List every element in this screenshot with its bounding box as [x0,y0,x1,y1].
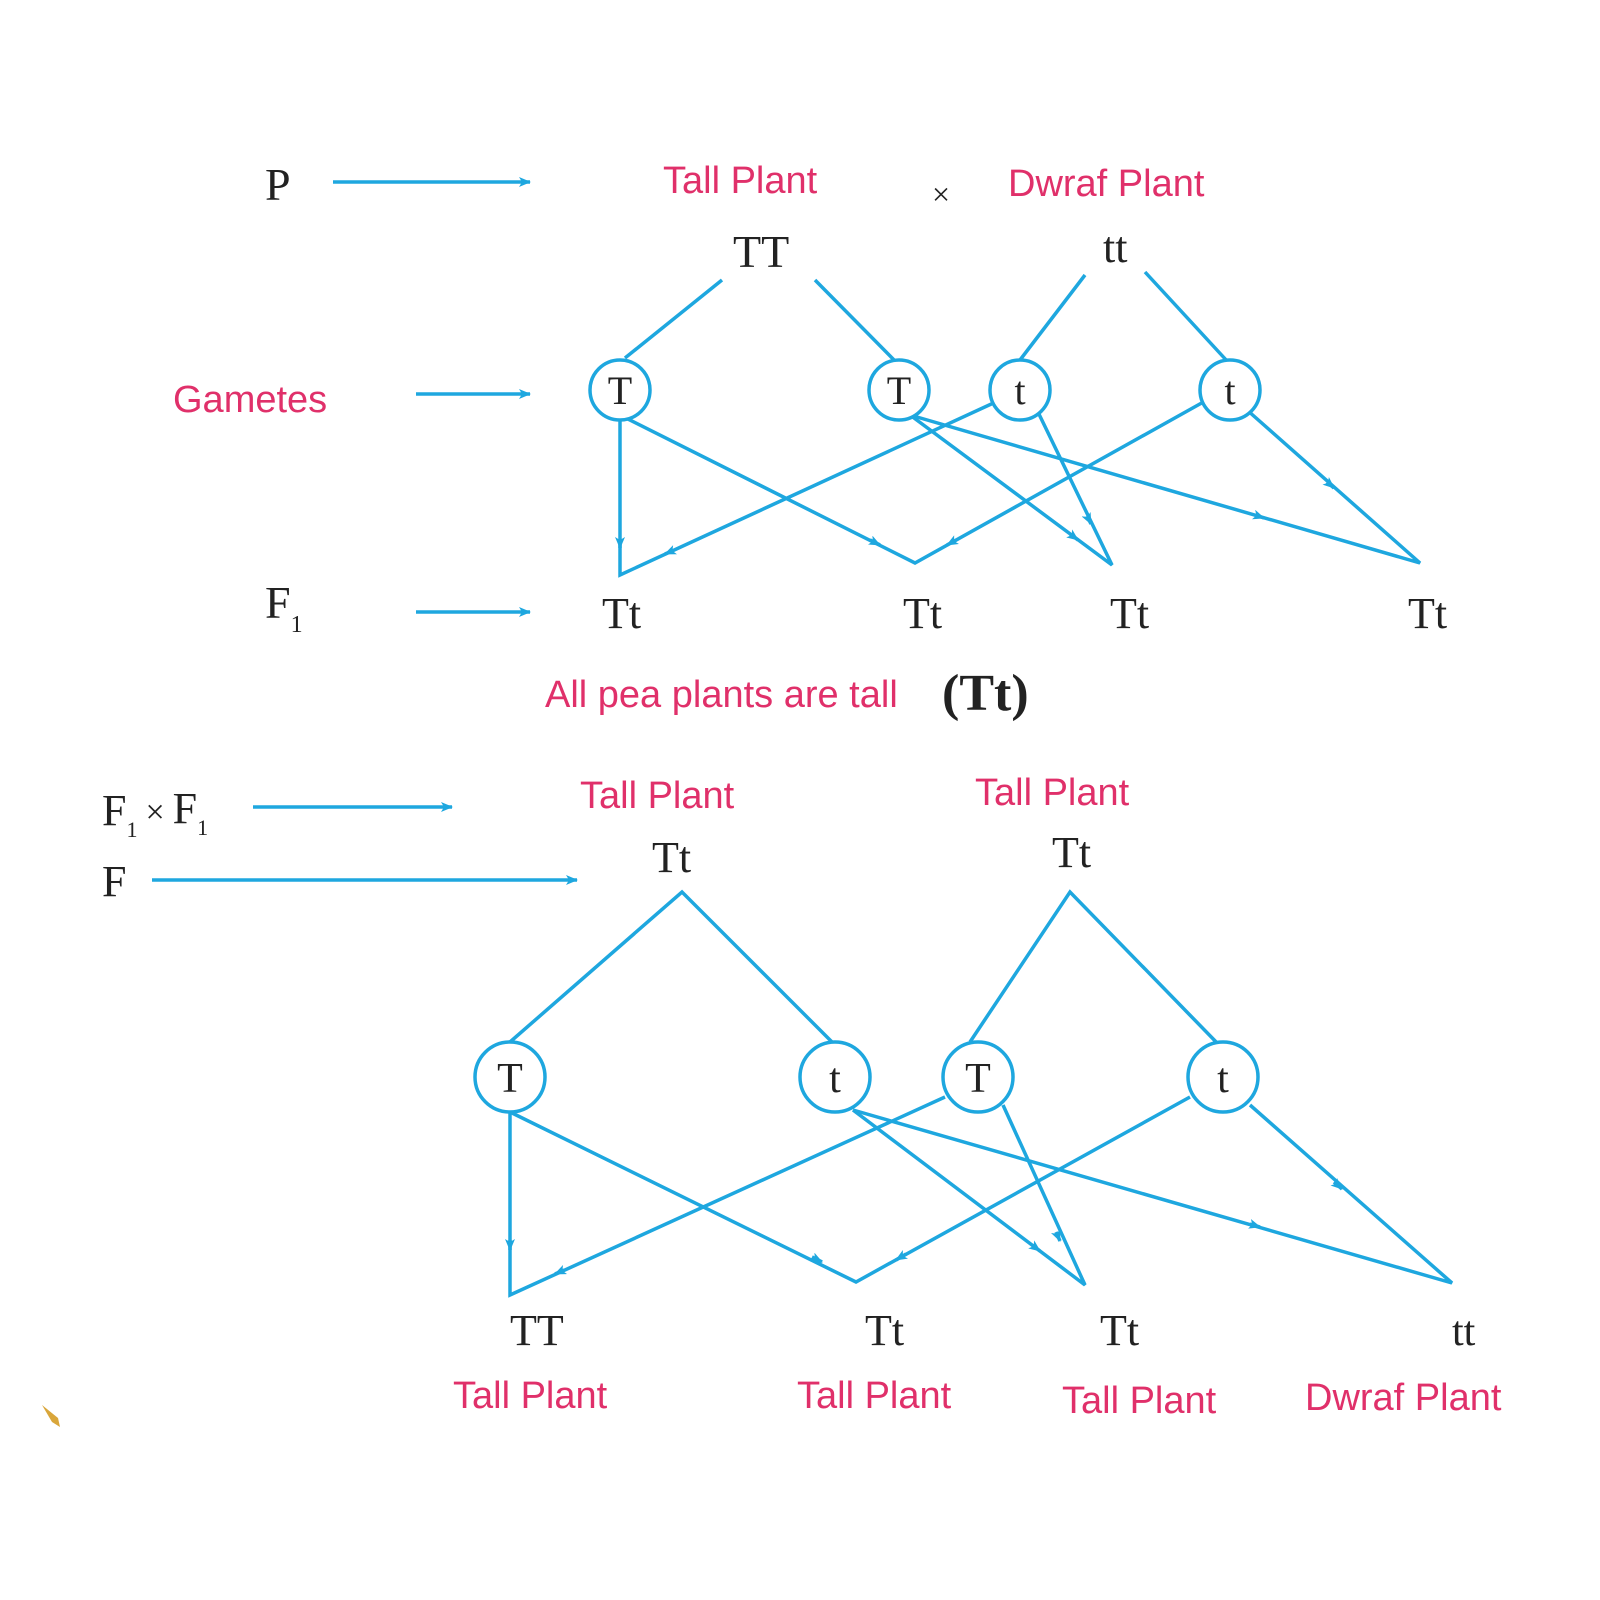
parent2-genotype: tt [1103,223,1127,272]
f2-offspring-phenotype-2: Tall Plant [797,1375,952,1417]
f2-offspring-phenotype-4: Dwraf Plant [1305,1377,1502,1419]
cross-line-offspring4 [909,408,1422,565]
f1-parent1-to-gametes-line [508,889,840,1050]
parental-generation-label: P [265,159,291,210]
arrowhead [867,535,881,547]
cross-line-offspring1 [618,398,1001,578]
arrowhead [809,1252,823,1264]
f1-conclusion-genotype: (Tt) [942,665,1029,722]
f1-offspring-1: Tt [602,589,641,638]
f1-offspring-2: Tt [903,589,942,638]
arrowhead [1066,529,1080,542]
gamete-circle-1: T [588,358,652,422]
f1-generation-label: F1 [265,577,303,638]
gametes-label: Gametes [173,379,327,421]
gamete-allele-label: T [965,1056,991,1102]
f2-offspring-genotype-1: TT [510,1306,564,1355]
f1-parent2-to-gametes-line [968,889,1224,1050]
cross-line-offspring3 [908,409,1114,567]
arrowhead [946,535,960,547]
f1-parent2-genotype: Tt [1052,828,1091,877]
f2-generation-label: F [102,857,126,906]
arrowhead [1081,511,1093,525]
f1-parent1-phenotype: Tall Plant [580,775,735,817]
gamete-allele-label: t [1014,368,1025,413]
f2-offspring-phenotype-1: Tall Plant [453,1375,608,1417]
f1-conclusion-text: All pea plants are tall [545,674,898,716]
f1-gamete-circle-4: t [1186,1040,1260,1114]
parent2-to-gamete3-line [1018,273,1087,362]
f2-offspring-genotype-2: Tt [865,1306,904,1355]
arrowhead [1251,509,1265,520]
cross-line-offspring2 [619,398,1208,565]
f2-cross-line-3 [851,1104,1087,1287]
gamete-allele-label: t [1217,1056,1229,1102]
f2-offspring-genotype-4: tt [1452,1309,1476,1355]
parent1-phenotype: Tall Plant [663,160,818,202]
parent1-genotype: TT [733,226,789,277]
f2-cross-line-1 [508,1095,946,1298]
cross-symbol: × [932,176,950,212]
gamete-circle-3: t [988,358,1052,422]
f1-offspring-3: Tt [1110,589,1149,638]
f1-gamete-circle-2: t [798,1040,872,1114]
gamete-circle-2: T [867,358,931,422]
gamete-allele-label: t [829,1056,841,1102]
gamete-circle-4: t [1198,358,1262,422]
f2-cross-line-2 [509,1095,1191,1284]
f1-gamete-circle-1: T [473,1040,547,1114]
f2-offspring-phenotype-3: Tall Plant [1062,1380,1217,1422]
arrowhead [1050,1228,1062,1242]
gamete-allele-label: T [887,368,911,413]
arrowhead [554,1264,568,1276]
f2-cross-line-4 [852,1103,1454,1285]
gamete-allele-label: t [1224,368,1235,413]
f1-parent1-genotype: Tt [652,833,691,882]
parent1-to-gamete1-line [623,278,724,360]
arrowhead [664,545,678,556]
gamete-allele-label: T [608,368,632,413]
f1-offspring-4: Tt [1408,589,1447,638]
arrowhead [1248,1219,1261,1229]
f1-parent2-phenotype: Tall Plant [975,772,1130,814]
f1-gamete-circle-3: T [941,1040,1015,1114]
parent2-to-gamete4-line [1143,270,1230,364]
arrowhead [1330,1177,1344,1191]
arrowhead [895,1250,909,1262]
f2-offspring-genotype-3: Tt [1100,1306,1139,1355]
parent1-to-gamete2-line [813,278,898,364]
arrowhead [1322,477,1336,490]
pencil-mark [42,1405,60,1427]
arrowhead [1028,1240,1042,1253]
parent2-phenotype: Dwraf Plant [1008,163,1205,205]
f1-cross-label: F1×F1 [102,784,208,842]
gamete-allele-label: T [497,1056,523,1102]
